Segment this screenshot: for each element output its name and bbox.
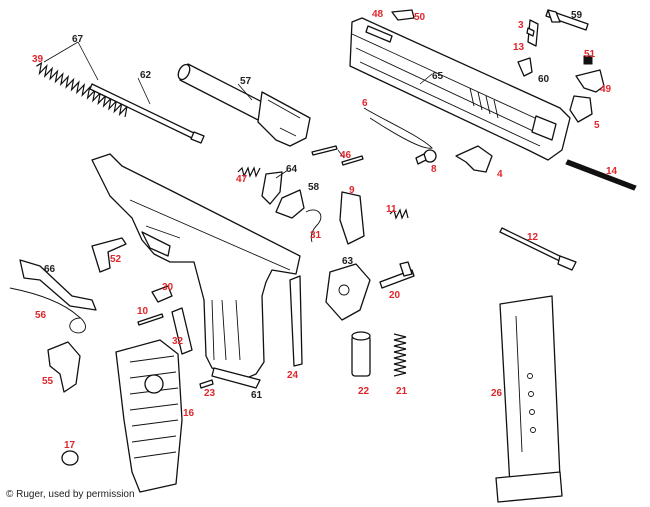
callout-32: 32 — [172, 336, 184, 347]
callout-49: 49 — [600, 84, 612, 95]
callout-63: 63 — [342, 256, 354, 267]
ejector-pin — [311, 145, 364, 166]
trigger-bar-52 — [91, 237, 127, 273]
callout-24: 24 — [287, 370, 299, 381]
copyright-credit: © Ruger, used by permission — [6, 489, 135, 500]
sear-58 — [275, 189, 305, 219]
callout-39: 39 — [32, 54, 44, 65]
trigger-bar-spring-32 — [171, 307, 193, 355]
callout-8: 8 — [431, 164, 437, 175]
ejector-66 — [19, 259, 97, 311]
callout-52: 52 — [110, 254, 122, 265]
firing-pin-12 — [499, 227, 577, 271]
callout-10: 10 — [137, 306, 149, 317]
hammer-strut-24 — [289, 275, 303, 367]
recoil-spring-guide-rod — [89, 83, 205, 144]
callout-26: 26 — [491, 388, 503, 399]
magazine-latch-spring-11 — [389, 208, 409, 220]
ejector-spring — [363, 107, 433, 149]
callout-61: 61 — [251, 390, 263, 401]
callout-50: 50 — [414, 12, 426, 23]
callout-67: 67 — [72, 34, 84, 45]
callout-56: 56 — [35, 310, 47, 321]
callout-64: 64 — [286, 164, 298, 175]
trigger-55 — [47, 341, 81, 393]
pin-10 — [137, 313, 164, 326]
extractor — [545, 9, 589, 31]
frame — [91, 153, 301, 389]
callout-51: 51 — [584, 49, 596, 60]
callout-59: 59 — [571, 10, 583, 21]
callout-20: 20 — [389, 290, 401, 301]
callout-48: 48 — [372, 9, 384, 20]
callout-labels: 48 50 3 59 13 51 60 65 49 6 5 8 4 14 67 … — [32, 9, 618, 451]
callout-12: 12 — [527, 232, 539, 243]
trigger-spring-56 — [9, 287, 86, 334]
slide-stop-spring-30 — [151, 285, 173, 303]
grip-screw-17 — [61, 450, 79, 466]
callout-13: 13 — [513, 42, 525, 53]
callout-22: 22 — [358, 386, 370, 397]
firing-pin-block — [517, 57, 533, 77]
safety-lever-parts — [569, 55, 605, 123]
callout-17: 17 — [64, 440, 76, 451]
decocking-lever — [455, 145, 493, 173]
callout-30: 30 — [162, 282, 174, 293]
slide-stop-9 — [339, 191, 365, 245]
callout-4: 4 — [497, 169, 503, 180]
callout-16: 16 — [183, 408, 195, 419]
hammer-strut-64 — [261, 171, 283, 205]
grip-pin-23 — [199, 379, 214, 389]
magazine — [495, 295, 563, 503]
callout-62: 62 — [140, 70, 152, 81]
callout-46: 46 — [340, 150, 352, 161]
callout-58: 58 — [308, 182, 320, 193]
callout-5: 5 — [594, 120, 600, 131]
callout-60: 60 — [538, 74, 550, 85]
rear-sight — [391, 9, 415, 21]
callout-47: 47 — [236, 174, 248, 185]
recoil-spring — [36, 61, 128, 118]
callout-6: 6 — [362, 98, 368, 109]
grip-panel — [115, 339, 183, 493]
firing-pin-block-plunger — [526, 19, 539, 47]
callout-57: 57 — [240, 76, 252, 87]
firing-pin — [565, 159, 637, 191]
callout-9: 9 — [349, 185, 355, 196]
callout-3: 3 — [518, 20, 524, 31]
trigger-pivot-pin-20 — [379, 261, 415, 289]
callout-14: 14 — [606, 166, 618, 177]
callout-31: 31 — [310, 230, 322, 241]
leader-lines — [43, 41, 433, 179]
barrel — [177, 63, 311, 147]
callout-11: 11 — [386, 204, 397, 215]
sear-spring-31 — [305, 209, 322, 243]
small-spring-47 — [237, 166, 261, 178]
hammer-63 — [325, 263, 371, 321]
plunger — [415, 149, 437, 165]
callout-21: 21 — [396, 386, 408, 397]
mainspring-plug-22 — [351, 331, 371, 377]
callout-23: 23 — [204, 388, 216, 399]
callout-55: 55 — [42, 376, 54, 387]
slide — [349, 17, 571, 161]
callout-65: 65 — [432, 71, 444, 82]
callout-66: 66 — [44, 264, 56, 275]
mainspring-21 — [393, 333, 407, 377]
